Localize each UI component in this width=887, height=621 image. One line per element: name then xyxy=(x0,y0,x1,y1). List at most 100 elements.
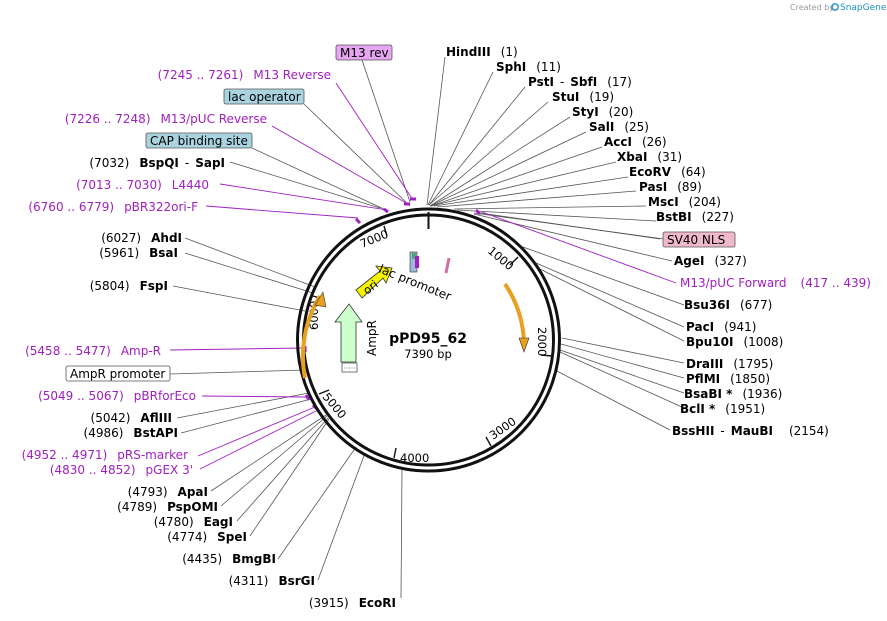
leader-line xyxy=(229,161,381,209)
enzyme-label-bmgbi[interactable]: (4435)BmgBI xyxy=(182,552,276,566)
feature-box-label: M13 rev xyxy=(340,46,389,60)
primer-label-amp-r[interactable]: (5458 .. 5477)Amp-R xyxy=(25,344,161,358)
enzyme-label-styi[interactable]: StyI(20) xyxy=(572,105,633,119)
credit-text: Created by xyxy=(790,3,834,12)
enzyme-label-psti-sbfi[interactable]: PstI-SbfI(17) xyxy=(528,75,632,89)
enzyme-label-msci[interactable]: MscI(204) xyxy=(648,195,721,209)
leader-line xyxy=(400,469,403,599)
leader-line xyxy=(210,414,327,492)
enzyme-label-pasi[interactable]: PasI(89) xyxy=(639,180,702,194)
enzyme-label-bcli[interactable]: BclI *(1951) xyxy=(680,402,765,416)
primer-label-m13-puc-forward[interactable]: M13/pUC Forward(417 .. 439) xyxy=(680,276,871,290)
primer-label-pbrforeco[interactable]: (5049 .. 5067)pBRforEco xyxy=(38,389,196,403)
leader-line xyxy=(429,131,587,207)
scale-tick xyxy=(540,354,553,357)
feature-arc-right xyxy=(503,282,526,346)
primer-site-block xyxy=(415,256,419,268)
leader-line xyxy=(303,103,411,207)
ampr-label: AmpR xyxy=(365,320,379,356)
enzyme-label-eagi[interactable]: (4780)EagI xyxy=(154,515,233,529)
primer-lines xyxy=(169,82,677,470)
primer-label-l4440[interactable]: (7013 .. 7030)L4440 xyxy=(76,178,209,192)
feature-arc-right-arrowhead xyxy=(518,337,530,353)
leader-line xyxy=(522,246,685,306)
ori-arrow xyxy=(355,265,393,299)
feature-arc-left-arrowhead xyxy=(314,291,327,308)
leader-line xyxy=(561,337,685,364)
enzyme-label-xbai[interactable]: XbaI(31) xyxy=(617,150,682,164)
enzyme-label-bsu36i[interactable]: Bsu36I(677) xyxy=(684,298,772,312)
right-enzyme-list: HindIII(1) SphI(11) PstI-SbfI(17) StuI(1… xyxy=(446,45,829,438)
enzyme-label-bsshii-maubi[interactable]: BssHII-MauBI(2154) xyxy=(672,424,829,438)
plasmid-size: 7390 bp xyxy=(404,347,452,361)
scale-label-7000: 7000 xyxy=(358,227,390,251)
leader-line xyxy=(456,209,657,222)
enzyme-label-bspqi-sapi[interactable]: (7032)BspQI-SapI xyxy=(89,156,225,170)
enzyme-label-stui[interactable]: StuI(19) xyxy=(552,90,614,104)
leader-line xyxy=(537,267,685,342)
enzyme-label-apai[interactable]: (4793)ApaI xyxy=(128,485,208,499)
feature-box-lac-operator[interactable]: lac operator xyxy=(223,88,305,105)
scale-tick xyxy=(485,436,492,447)
plasmid-name: pPD95_62 xyxy=(389,331,467,347)
scale-label-6000: 6000 xyxy=(307,301,321,330)
enzyme-label-sali[interactable]: SalI(25) xyxy=(589,120,649,134)
enzyme-label-hindiii[interactable]: HindIII(1) xyxy=(446,45,518,59)
leader-line xyxy=(535,262,685,328)
enzyme-label-pspomi[interactable]: (4789)PspOMI xyxy=(117,500,218,514)
enzyme-label-agei[interactable]: AgeI(327) xyxy=(674,254,747,268)
enzyme-label-ecori[interactable]: (3915)EcoRI xyxy=(309,596,396,610)
feature-box-bg xyxy=(335,44,393,61)
enzyme-label-bsabi[interactable]: BsaBI *(1936) xyxy=(684,387,782,401)
primer-label-pbr322ori-f[interactable]: (6760 .. 6779)pBR322ori-F xyxy=(28,200,198,214)
left-primer-list: (7245 .. 7261)M13 Reverse (7226 .. 7248)… xyxy=(22,68,331,477)
enzyme-label-paci[interactable]: PacI(941) xyxy=(686,320,756,334)
primer-leader xyxy=(197,406,316,457)
feature-box-sv40-nls[interactable]: SV40 NLS xyxy=(662,231,736,248)
primer-marks xyxy=(303,197,482,411)
feature-box-ampr-promoter[interactable]: AmpR promoter xyxy=(65,365,171,382)
leader-line xyxy=(479,212,661,240)
primer-label-pgex-3[interactable]: (4830 .. 4852)pGEX 3' xyxy=(50,463,193,477)
enzyme-label-spei[interactable]: (4774)SpeI xyxy=(167,530,247,544)
leader-line xyxy=(361,59,411,203)
enzyme-label-ahdi[interactable]: (6027)AhdI xyxy=(101,231,182,245)
primer-label-prs-marker[interactable]: (4952 .. 4971)pRS-marker xyxy=(22,448,188,462)
enzyme-label-bstapi[interactable]: (4986)BstAPI xyxy=(84,426,178,440)
primer-mark xyxy=(304,394,311,401)
scale-label-2000: 2000 xyxy=(535,327,549,356)
leader-line xyxy=(554,369,671,431)
enzyme-label-acci[interactable]: AccI(26) xyxy=(604,135,667,149)
enzyme-label-pflmi[interactable]: PflMI(1850) xyxy=(686,372,770,386)
enzyme-label-fspi[interactable]: (5804)FspI xyxy=(90,279,168,293)
feature-box-m13rev[interactable]: M13 rev xyxy=(335,44,393,61)
leader-line xyxy=(180,398,312,434)
leader-line xyxy=(220,415,328,507)
enzyme-label-bstbi[interactable]: BstBI(227) xyxy=(656,210,734,224)
enzyme-label-draiii[interactable]: DraIII(1795) xyxy=(686,357,773,371)
feature-box-label: CAP binding site xyxy=(150,134,248,148)
leader-line xyxy=(453,205,647,210)
primer-label-m13-puc-reverse[interactable]: (7226 .. 7248)M13/pUC Reverse xyxy=(65,112,267,126)
enzyme-label-bsrgi[interactable]: (4311)BsrGI xyxy=(229,574,315,588)
feature-box-cap-site[interactable]: CAP binding site xyxy=(145,132,253,149)
ampr-promoter-block xyxy=(341,362,358,373)
feature-box-bg xyxy=(662,231,736,248)
enzyme-label-afliii[interactable]: (5042)AflIII xyxy=(91,411,172,425)
enzyme-label-bpu10i[interactable]: Bpu10I(1008) xyxy=(686,335,783,349)
leader-lines xyxy=(169,56,685,599)
backbone-outer xyxy=(296,207,561,473)
leader-line xyxy=(184,252,314,294)
leader-line xyxy=(428,86,526,206)
enzyme-label-sphi[interactable]: SphI(11) xyxy=(496,60,561,74)
leader-line xyxy=(559,349,685,394)
primer-label-m13-reverse[interactable]: (7245 .. 7261)M13 Reverse xyxy=(158,68,331,82)
primer-leader xyxy=(201,395,307,398)
leader-line xyxy=(560,343,685,379)
scale-tick xyxy=(393,447,397,459)
enzyme-label-bsai[interactable]: (5961)BsaI xyxy=(99,246,178,260)
leader-line xyxy=(559,351,685,409)
leader-line xyxy=(317,452,366,581)
enzyme-label-ecorv[interactable]: EcoRV(64) xyxy=(629,165,706,179)
